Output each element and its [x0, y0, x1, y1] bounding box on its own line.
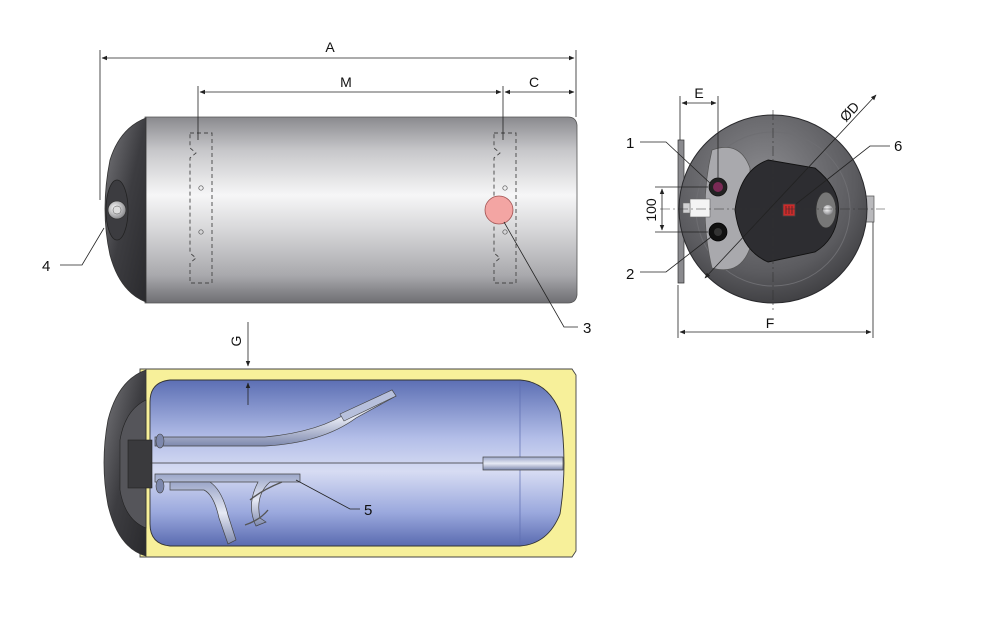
callout-5: 5: [364, 502, 372, 519]
tank-body: [144, 116, 578, 304]
callout-3: 3: [583, 320, 591, 337]
callout-6: 6: [894, 138, 902, 155]
heating-flange: [484, 195, 514, 225]
end-view: ØD E 100 F 1 2 6: [626, 85, 902, 338]
cross-section-view: G 5: [103, 322, 577, 558]
dimension-c-label: C: [529, 74, 539, 90]
mounting-bracket-left: [189, 132, 213, 284]
callout-2: 2: [626, 266, 634, 283]
dimension-100-label: 100: [643, 198, 659, 222]
dimension-m-label: M: [340, 74, 352, 90]
mounting-bracket-right: [493, 132, 517, 284]
dimension-a-label: A: [325, 39, 335, 55]
callout-4: 4: [42, 258, 50, 275]
dimension-e-label: E: [694, 85, 703, 101]
callout-1: 1: [626, 135, 634, 152]
anode-rod: [482, 456, 564, 471]
dimension-d-label: ØD: [836, 98, 862, 124]
dimension-g-label: G: [228, 336, 244, 347]
heating-element: [154, 473, 301, 527]
dimension-f-label: F: [766, 315, 775, 331]
top-side-view: A M C 4 3: [42, 39, 591, 337]
